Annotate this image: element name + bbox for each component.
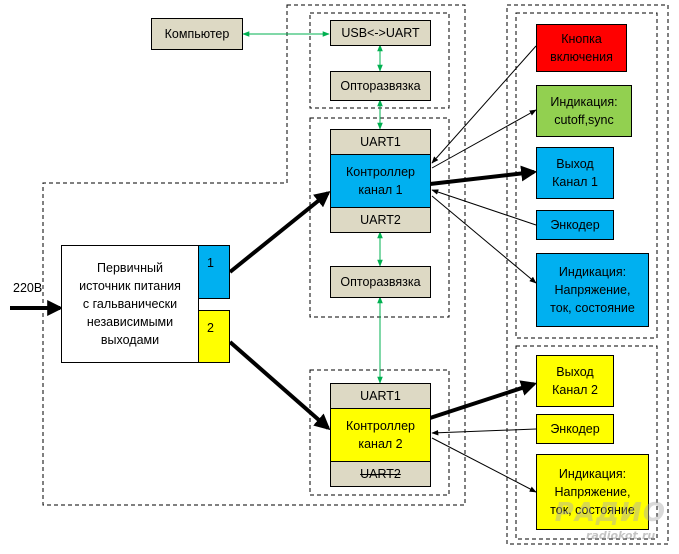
optocoupler-box-1: Опторазвязка (330, 71, 431, 101)
encoder-2: Энкодер (536, 414, 614, 444)
controller-channel-1: Контроллер канал 1 (330, 154, 431, 208)
main-enclosure (42, 4, 466, 506)
psu-output-1: 1 (198, 245, 230, 299)
output-channel-2: Выход Канал 2 (536, 355, 614, 407)
psu-to-ctrl2-arrow (228, 340, 331, 431)
indication-channel-1: Индикация: Напряжение, ток, состояние (536, 253, 649, 327)
output-channel-1: Выход Канал 1 (536, 147, 614, 199)
ctrl2-to-output2-arrow (429, 380, 538, 420)
encoder2-to-ctrl2-arrow (431, 428, 537, 436)
ctrl1-uart2: UART2 (330, 207, 431, 233)
ctrl2-uart2: UART2 (330, 461, 431, 487)
power-button-to-ctrl1-arrow (431, 45, 537, 164)
ctrl1-to-indication-sync-arrow (431, 109, 537, 169)
ctrl1-uart1: UART1 (330, 129, 431, 155)
front-panel-frame (506, 4, 669, 545)
input-voltage-label: 220В (13, 281, 42, 295)
ctrl1-to-output1-arrow (429, 165, 538, 186)
psu-to-ctrl1-arrow (228, 190, 331, 274)
psu-output-2: 2 (198, 310, 230, 363)
indication-channel-2: Индикация: Напряжение, ток, состояние (536, 454, 649, 530)
watermark-logo-text: РАДИО (554, 498, 666, 528)
watermark-site-text: radiokot.ru (586, 529, 656, 542)
ctrl2-to-indication2-arrow (431, 437, 537, 493)
channel2-frame (309, 369, 450, 496)
optocoupler-box-2: Опторазвязка (330, 266, 431, 298)
encoder1-to-ctrl1-arrow (431, 189, 537, 226)
watermark-logo: РАДИО radiokot.ru (555, 498, 672, 546)
panel-top-frame (515, 12, 658, 339)
panel-bottom-frame (515, 345, 658, 540)
usb-uart-box: USB<->UART (330, 20, 431, 46)
power-supply-box: Первичный источник питания с гальваничес… (61, 245, 199, 363)
power-button-box: Кнопка включения (536, 24, 627, 72)
ctrl1-to-indication1-arrow (431, 195, 537, 284)
controller-channel-2: Контроллер канал 2 (330, 408, 431, 462)
encoder-1: Энкодер (536, 210, 614, 240)
ctrl2-uart1: UART1 (330, 383, 431, 409)
computer-box: Компьютер (151, 18, 243, 50)
indication-sync-box: Индикация: cutoff,sync (536, 85, 632, 137)
